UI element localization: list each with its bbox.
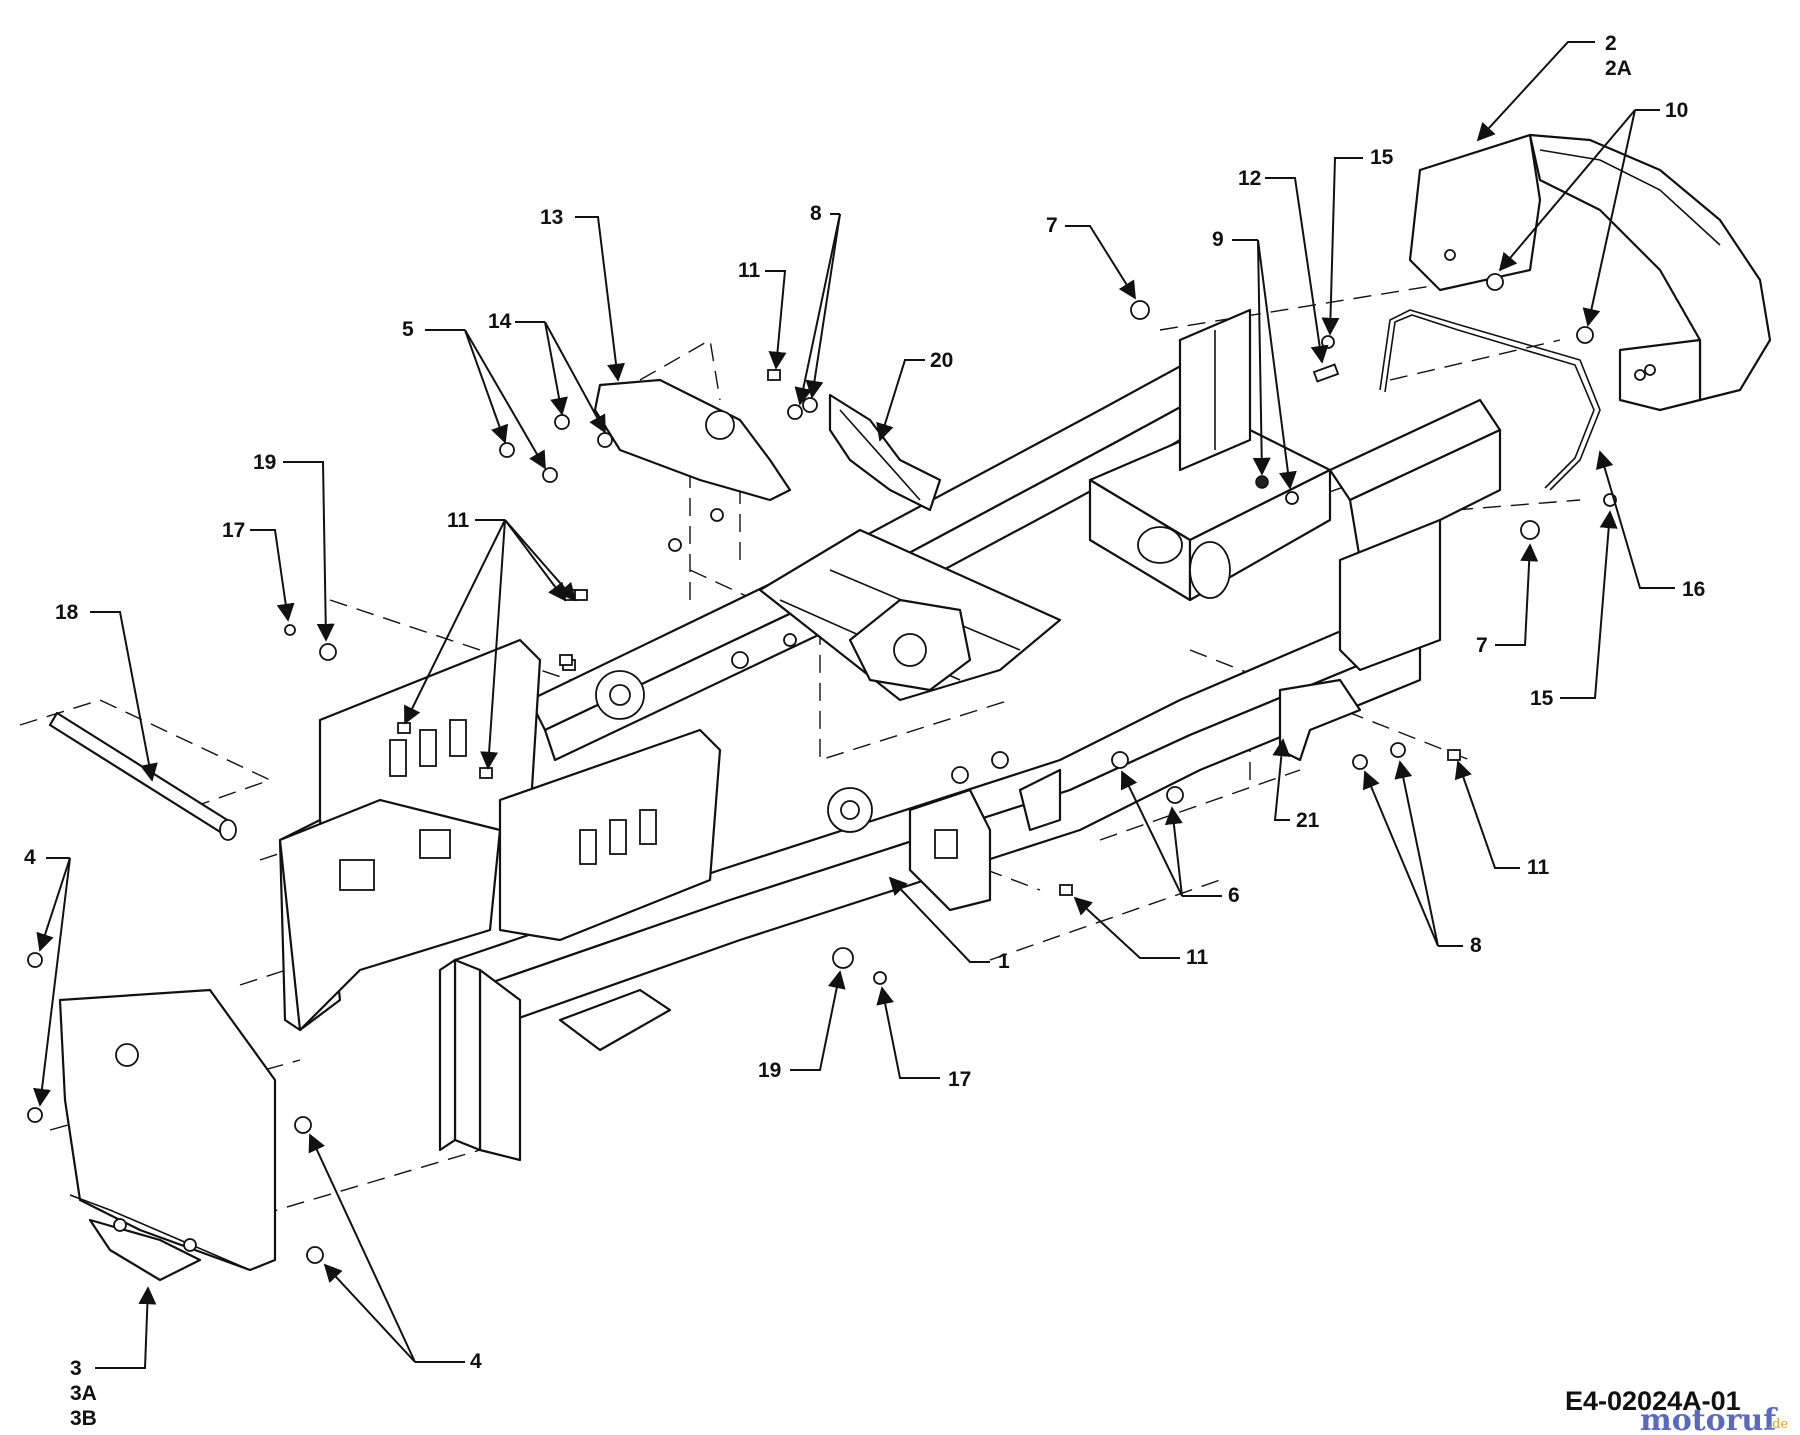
callout-3b: 3B	[70, 1407, 97, 1430]
callout-15-top: 15	[1370, 146, 1394, 169]
callout-labels: 1 2 2A 3 3A 3B 4 4 5 6 7 7 8 8 9 10 11 1…	[24, 32, 1705, 1430]
callout-5: 5	[402, 318, 414, 341]
callout-2a: 2A	[1605, 57, 1632, 80]
callout-3: 3	[70, 1357, 82, 1380]
callout-4-upper: 4	[24, 846, 36, 869]
callout-17-bottom: 17	[948, 1068, 971, 1091]
callout-13: 13	[540, 206, 563, 229]
upper-plates	[593, 378, 942, 512]
callout-3a: 3A	[70, 1382, 97, 1405]
callout-10: 10	[1665, 99, 1688, 122]
callout-11-top: 11	[738, 259, 761, 282]
drawing-code: E4-02024A-01	[1565, 1386, 1741, 1416]
callout-11-center: 11	[1186, 946, 1209, 969]
callout-11-right: 11	[1527, 856, 1550, 879]
front-plate-part3	[58, 988, 277, 1282]
rear-bumper-part2	[1408, 133, 1772, 412]
callout-15-bottom: 15	[1530, 687, 1554, 710]
callout-12: 12	[1238, 167, 1261, 190]
callout-14: 14	[488, 310, 512, 333]
callout-6: 6	[1228, 884, 1240, 907]
callout-21: 21	[1296, 809, 1320, 832]
callout-1: 1	[998, 950, 1010, 973]
callout-8-bottom: 8	[1470, 934, 1482, 957]
callout-9: 9	[1212, 228, 1224, 251]
callout-16: 16	[1682, 578, 1705, 601]
main-frame	[453, 308, 1502, 1162]
watermark-brand: motoruf	[1640, 1403, 1778, 1435]
callout-2: 2	[1605, 32, 1617, 55]
callout-8-top: 8	[810, 202, 822, 225]
callout-18: 18	[55, 601, 79, 624]
bracket-part21	[1278, 678, 1362, 762]
callout-19-bottom: 19	[758, 1059, 781, 1082]
callout-20: 20	[930, 349, 953, 372]
callout-7-right: 7	[1476, 634, 1488, 657]
callout-11-left: 11	[447, 509, 470, 532]
leader-lines	[33, 41, 1675, 1369]
callout-19-left: 19	[253, 451, 276, 474]
callout-4-lower: 4	[470, 1350, 482, 1373]
callout-7-top: 7	[1046, 214, 1058, 237]
watermark-tld: .de	[1768, 1417, 1788, 1432]
rod-part16	[1379, 309, 1601, 491]
callout-17-left: 17	[222, 519, 245, 542]
